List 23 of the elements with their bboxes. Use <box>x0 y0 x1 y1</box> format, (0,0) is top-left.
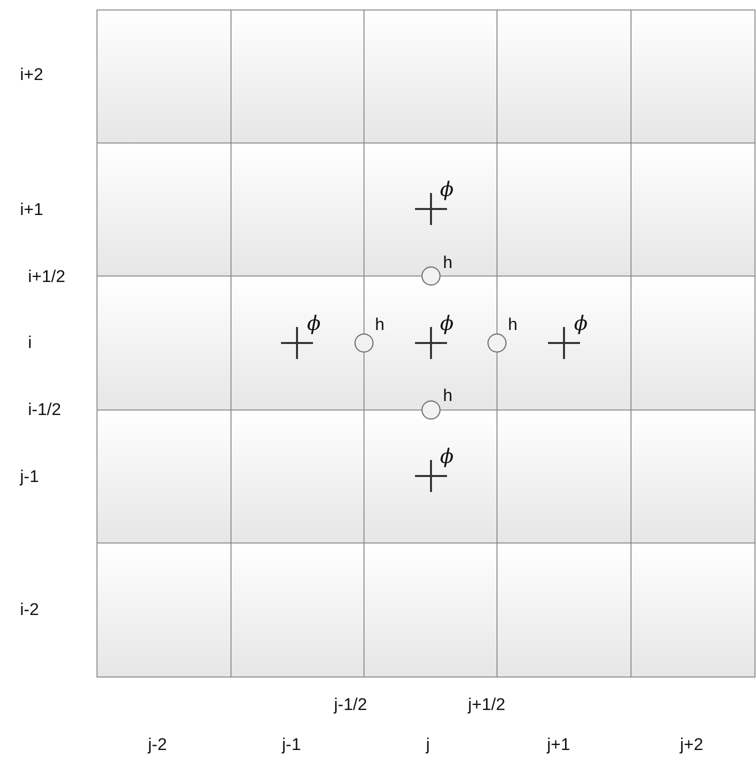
phi-symbol: ϕ <box>307 313 321 333</box>
row-label: j-1 <box>20 468 39 485</box>
h-symbol: h <box>375 316 384 333</box>
h-symbol: h <box>508 316 518 333</box>
row-label: i <box>28 334 32 351</box>
row-label: i-1/2 <box>28 401 62 418</box>
phi-symbol: ϕ <box>440 446 454 466</box>
phi-symbol: ϕ <box>574 313 588 333</box>
phi-symbol: ϕ <box>440 313 454 333</box>
column-label: j-2 <box>148 736 167 753</box>
row-label: i+1/2 <box>28 268 66 285</box>
row-label: i+2 <box>20 66 44 83</box>
column-label: j-1/2 <box>334 696 368 713</box>
h-symbol: h <box>443 387 452 404</box>
column-label: j+1 <box>547 736 570 753</box>
column-label: j+2 <box>680 736 704 753</box>
phi-symbol: ϕ <box>440 179 454 199</box>
column-label: j <box>426 736 430 753</box>
row-label: i-2 <box>20 601 39 618</box>
h-symbol: h <box>443 254 452 271</box>
column-label: j-1 <box>282 736 301 753</box>
column-label: j+1/2 <box>468 696 506 713</box>
row-label: i+1 <box>20 201 44 218</box>
